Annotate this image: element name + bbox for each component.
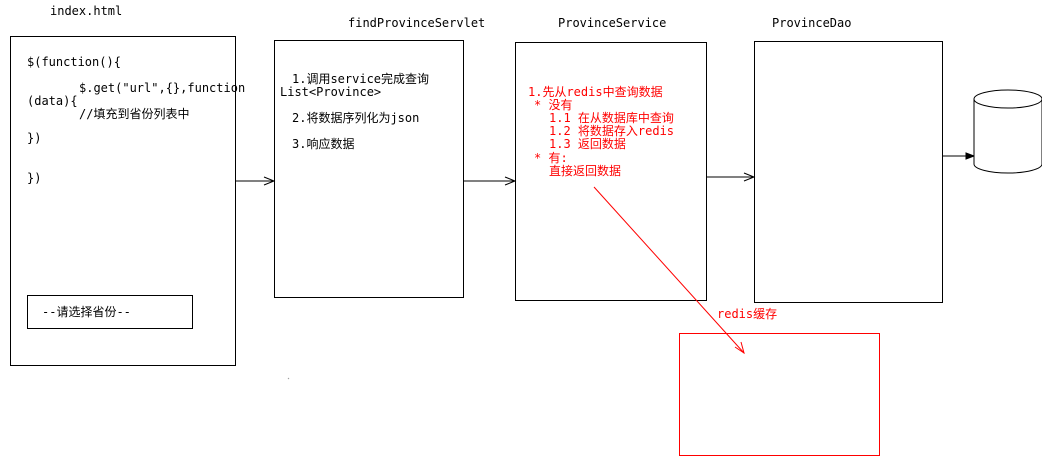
- code-line-2b: (data){: [27, 94, 78, 108]
- servlet-step-1b: List<Province>: [280, 85, 382, 99]
- arrow-service-to-redis: [593, 186, 745, 355]
- servlet-step-1a: 1.调用service完成查询: [292, 72, 430, 86]
- province-select[interactable]: --请选择省份--: [27, 295, 193, 329]
- service-step-4: 1.2 将数据存入redis: [549, 124, 675, 138]
- province-select-label: --请选择省份--: [42, 305, 131, 319]
- service-step-7: 直接返回数据: [549, 164, 622, 178]
- index-html-box: [10, 36, 236, 366]
- index-html-title: index.html: [50, 4, 123, 18]
- arrow-dao-to-db: [943, 152, 976, 160]
- dao-title: ProvinceDao: [772, 16, 852, 30]
- code-line-4: }): [27, 131, 42, 145]
- stray-mark: [287, 377, 290, 380]
- service-title: ProvinceService: [558, 16, 667, 30]
- service-step-3: 1.1 在从数据库中查询: [549, 111, 674, 125]
- service-step-1: 1.先从redis中查询数据: [528, 85, 663, 99]
- service-step-6: * 有:: [534, 151, 568, 165]
- servlet-step-2: 2.将数据序列化为json: [292, 111, 420, 125]
- servlet-box: [274, 40, 464, 298]
- servlet-title: findProvinceServlet: [348, 16, 486, 30]
- redis-cache-label: redis缓存: [717, 307, 778, 321]
- service-step-5: 1.3 返回数据: [549, 137, 626, 151]
- arrow-index-to-servlet: [236, 176, 276, 186]
- redis-cache-box: [679, 333, 880, 456]
- code-line-2a: $.get("url",{},function: [79, 81, 246, 95]
- arrow-servlet-to-service: [464, 176, 517, 186]
- service-box: [515, 42, 707, 301]
- code-line-1: $(function(){: [27, 55, 121, 69]
- db-cylinder-icon: [973, 89, 1042, 174]
- arrow-service-to-dao: [707, 172, 756, 182]
- code-line-3: //填充到省份列表中: [79, 107, 190, 121]
- servlet-step-3: 3.响应数据: [292, 137, 355, 151]
- dao-box: [754, 41, 943, 303]
- code-line-5: }): [27, 171, 42, 185]
- service-step-2: * 没有: [534, 98, 573, 112]
